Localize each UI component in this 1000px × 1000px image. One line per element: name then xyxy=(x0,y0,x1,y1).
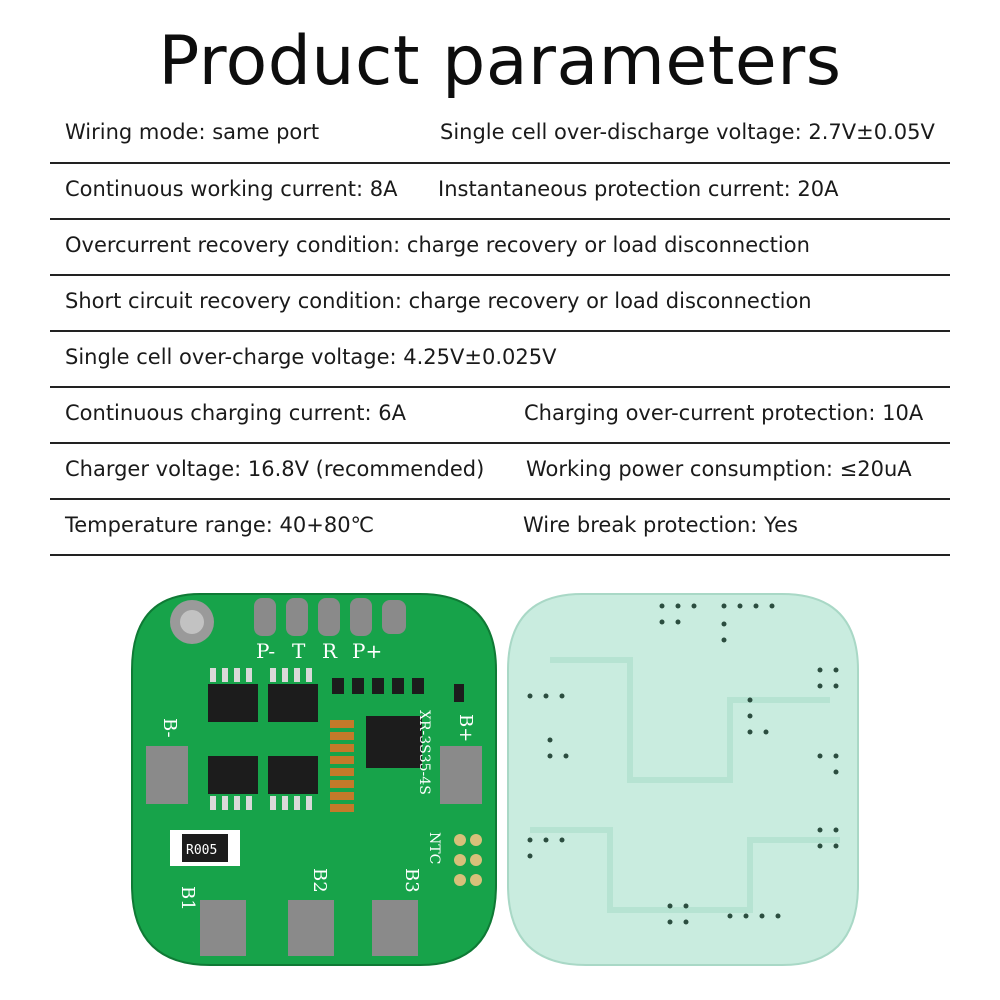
pad-label-r: R xyxy=(322,639,338,663)
pcb-back xyxy=(507,593,859,966)
parameter-overcurrent-recovery: Overcurrent recovery condition: charge r… xyxy=(65,233,810,257)
pcb-front: P- T R P+ xyxy=(131,593,497,966)
parameter-short-circuit-recovery: Short circuit recovery condition: charge… xyxy=(65,289,812,313)
parameter-power-consumption: Working power consumption: ≤20uA xyxy=(526,457,912,481)
pad-label-t: T xyxy=(292,639,306,663)
b-minus-label: B- xyxy=(159,718,180,738)
parameter-row: Continuous working current: 8A Instantan… xyxy=(50,164,950,220)
parameter-table: Wiring mode: same port Single cell over-… xyxy=(50,108,950,556)
parameter-charging-overcurrent: Charging over-current protection: 10A xyxy=(524,401,924,425)
resistor-label: R005 xyxy=(186,843,217,858)
page-title: Product parameters xyxy=(158,22,842,101)
pad-label-p-plus: P+ xyxy=(352,639,382,663)
parameter-wire-break: Wire break protection: Yes xyxy=(523,513,798,537)
parameter-temperature-range: Temperature range: 40+80℃ xyxy=(65,513,375,537)
parameter-row: Temperature range: 40+80℃ Wire break pro… xyxy=(50,500,950,556)
ntc-label: NTC xyxy=(426,832,442,864)
b-plus-label: B+ xyxy=(455,714,476,742)
b1-label: B1 xyxy=(177,886,198,911)
model-label: XR-3S35-4S xyxy=(416,710,432,795)
b3-label: B3 xyxy=(401,868,422,893)
pad-label-p-minus: P- xyxy=(256,639,275,663)
parameter-working-current: Continuous working current: 8A xyxy=(65,177,398,201)
parameter-row: Short circuit recovery condition: charge… xyxy=(50,276,950,332)
parameter-row: Single cell over-charge voltage: 4.25V±0… xyxy=(50,332,950,388)
product-photos: P- T R P+ xyxy=(130,580,870,980)
parameter-row: Wiring mode: same port Single cell over-… xyxy=(50,108,950,164)
parameter-wiring-mode: Wiring mode: same port xyxy=(65,120,320,144)
parameter-row: Continuous charging current: 6A Charging… xyxy=(50,388,950,444)
b2-label: B2 xyxy=(309,868,330,893)
parameter-charging-current: Continuous charging current: 6A xyxy=(65,401,406,425)
parameter-row: Charger voltage: 16.8V (recommended) Wor… xyxy=(50,444,950,500)
parameter-charger-voltage: Charger voltage: 16.8V (recommended) xyxy=(65,457,485,481)
parameter-over-discharge-voltage: Single cell over-discharge voltage: 2.7V… xyxy=(440,120,935,144)
parameter-row: Overcurrent recovery condition: charge r… xyxy=(50,220,950,276)
parameter-over-charge-voltage: Single cell over-charge voltage: 4.25V±0… xyxy=(65,345,557,369)
board-illustration: P- T R P+ xyxy=(131,593,859,966)
parameter-protection-current: Instantaneous protection current: 20A xyxy=(438,177,839,201)
